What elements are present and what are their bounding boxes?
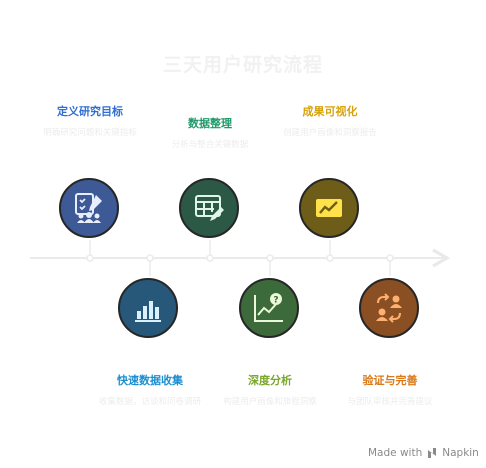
step-4-desc: 构建用户画像和旅程洞察 bbox=[223, 397, 317, 407]
trend-question-icon: ? bbox=[254, 293, 283, 322]
timeline-dot-1 bbox=[86, 254, 94, 262]
table-edit-icon bbox=[195, 195, 224, 221]
line-chart-icon bbox=[316, 199, 342, 217]
timeline-dot-3 bbox=[206, 254, 214, 262]
step-1-desc: 明确研究问题和关键指标 bbox=[43, 128, 137, 138]
step-2-label: 快速数据收集 bbox=[117, 374, 183, 387]
svg-text:?: ? bbox=[273, 296, 278, 306]
step-6-label: 验证与完善 bbox=[362, 374, 418, 387]
napkin-logo-icon bbox=[428, 448, 437, 458]
watermark-text: Made with bbox=[368, 447, 423, 459]
step-1-circle bbox=[59, 178, 119, 238]
timeline-dot-2 bbox=[146, 254, 154, 262]
step-3-label: 数据整理 bbox=[188, 117, 232, 130]
timeline-dot-4 bbox=[266, 254, 274, 262]
step-2-circle bbox=[118, 278, 178, 338]
user-exchange-icon bbox=[376, 293, 402, 323]
watermark-brand: Napkin bbox=[442, 447, 479, 459]
bar-chart-icon bbox=[135, 301, 161, 322]
clipboard-team-icon bbox=[75, 193, 102, 223]
napkin-watermark[interactable]: Made with Napkin bbox=[368, 447, 479, 459]
step-3-desc: 分析与整合关键数据 bbox=[171, 140, 249, 150]
step-5-desc: 创建用户画像和洞察报告 bbox=[283, 128, 377, 138]
diagram-title: 三天用户研究流程 bbox=[162, 54, 323, 76]
timeline-dot-5 bbox=[326, 254, 334, 262]
step-4-circle: ? bbox=[239, 278, 299, 338]
step-5-circle bbox=[299, 178, 359, 238]
step-6-circle bbox=[359, 278, 419, 338]
step-4-label: 深度分析 bbox=[248, 374, 292, 387]
timeline-dot-6 bbox=[386, 254, 394, 262]
step-2-desc: 收集数据，访谈和问卷调研 bbox=[98, 397, 201, 407]
step-6-desc: 与团队审核并完善建议 bbox=[347, 397, 433, 407]
step-3-circle bbox=[179, 178, 239, 238]
step-5-label: 成果可视化 bbox=[302, 105, 358, 118]
step-1-label: 定义研究目标 bbox=[57, 105, 123, 118]
